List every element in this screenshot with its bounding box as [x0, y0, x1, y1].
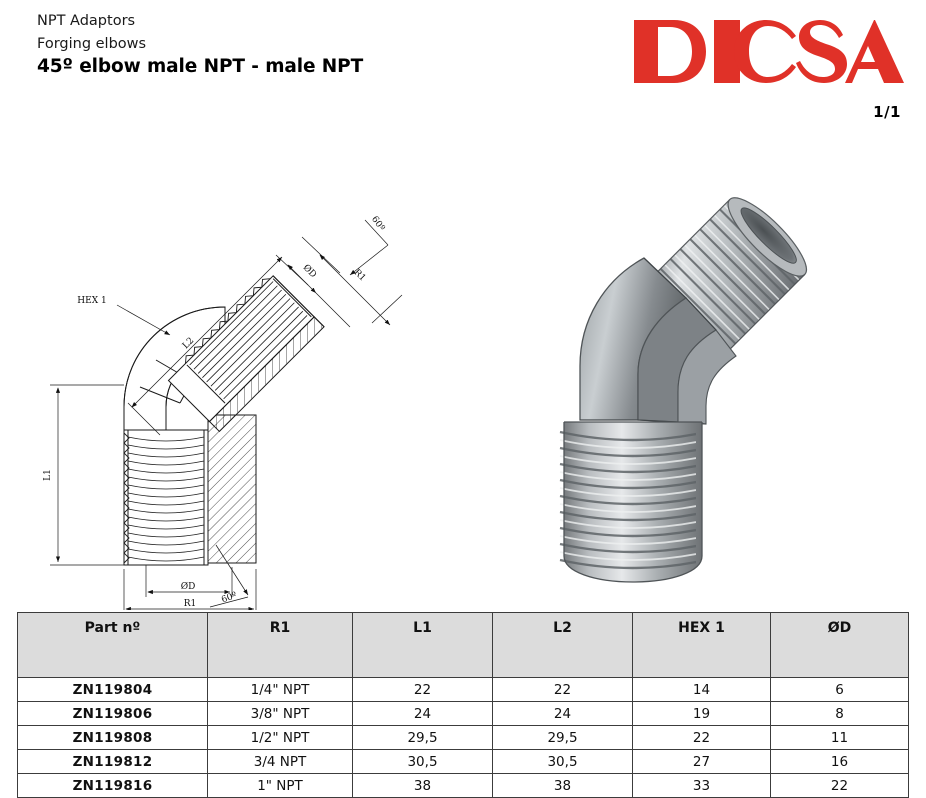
- header-text-block: NPT Adaptors Forging elbows 45º elbow ma…: [37, 14, 363, 77]
- table-header-row: Part nº R1 L1 L2 HEX 1 ØD: [17, 612, 909, 678]
- table-row: ZN119812 3/4 NPT 30,5 30,5 27 16: [17, 749, 909, 774]
- table-row: ZN119806 3/8" NPT 24 24 19 8: [17, 701, 909, 726]
- cell-hex1: 27: [632, 749, 771, 774]
- technical-line-drawing: L2 R1 ØD 60º HEX: [43, 215, 403, 610]
- table-row: ZN119808 1/2" NPT 29,5 29,5 22 11: [17, 725, 909, 750]
- dim-label-r1-bottom: R1: [184, 599, 197, 609]
- page-indicator: 1/1: [873, 103, 901, 121]
- cell-l2: 38: [492, 773, 633, 798]
- product-3d-render: [559, 197, 808, 583]
- cell-hex1: 14: [632, 677, 771, 702]
- product-subcategory: Forging elbows: [37, 35, 147, 52]
- cell-r1: 3/4 NPT: [207, 749, 353, 774]
- dim-label-angle-bottom: 60º: [220, 591, 238, 606]
- cell-part-no: ZN119816: [17, 773, 208, 798]
- dim-label-r1-top: R1: [351, 268, 367, 284]
- cell-hex1: 22: [632, 725, 771, 750]
- cell-l2: 22: [492, 677, 633, 702]
- page-title: 45º elbow male NPT - male NPT: [37, 56, 364, 77]
- cell-l2: 24: [492, 701, 633, 726]
- dim-label-hex1: HEX 1: [77, 296, 106, 306]
- lower-male-thread: [559, 421, 703, 583]
- cell-r1: 1" NPT: [207, 773, 353, 798]
- specifications-table-wrap: Part nº R1 L1 L2 HEX 1 ØD ZN119804 1/4" …: [17, 612, 909, 798]
- specifications-table: Part nº R1 L1 L2 HEX 1 ØD ZN119804 1/4" …: [17, 612, 909, 798]
- cell-l1: 30,5: [352, 749, 493, 774]
- table-row: ZN119816 1" NPT 38 38 33 22: [17, 773, 909, 798]
- brand-logo-block: 1/1: [618, 14, 908, 121]
- column-header-r1: R1: [207, 612, 353, 678]
- column-header-od: ØD: [770, 612, 909, 678]
- dim-label-od-bottom: ØD: [181, 581, 196, 592]
- cell-r1: 3/8" NPT: [207, 701, 353, 726]
- cell-l1: 22: [352, 677, 493, 702]
- cell-r1: 1/2" NPT: [207, 725, 353, 750]
- dim-label-l1: L1: [43, 469, 53, 481]
- cell-part-no: ZN119804: [17, 677, 208, 702]
- product-category: NPT Adaptors: [37, 13, 136, 29]
- cell-hex1: 19: [632, 701, 771, 726]
- dim-label-od-top: ØD: [301, 262, 319, 280]
- cell-l1: 38: [352, 773, 493, 798]
- product-illustration-area: L2 R1 ØD 60º HEX: [0, 145, 926, 610]
- cell-od: 8: [770, 701, 909, 726]
- cell-l1: 24: [352, 701, 493, 726]
- table-row: ZN119804 1/4" NPT 22 22 14 6: [17, 677, 909, 702]
- cell-part-no: ZN119812: [17, 749, 208, 774]
- column-header-l2: L2: [492, 612, 633, 678]
- cell-od: 11: [770, 725, 909, 750]
- cell-l2: 30,5: [492, 749, 633, 774]
- column-header-hex1: HEX 1: [632, 612, 771, 678]
- cell-part-no: ZN119806: [17, 701, 208, 726]
- page-header: NPT Adaptors Forging elbows 45º elbow ma…: [0, 0, 926, 145]
- cell-hex1: 33: [632, 773, 771, 798]
- dicsa-logo-icon: [634, 20, 904, 83]
- hex-elbow-body: [579, 257, 737, 425]
- cell-r1: 1/4" NPT: [207, 677, 353, 702]
- cell-od: 22: [770, 773, 909, 798]
- column-header-part-no: Part nº: [17, 612, 208, 678]
- column-header-l1: L1: [352, 612, 493, 678]
- cell-l2: 29,5: [492, 725, 633, 750]
- cell-od: 16: [770, 749, 909, 774]
- dim-label-angle-top: 60º: [369, 215, 386, 234]
- cell-l1: 29,5: [352, 725, 493, 750]
- cell-od: 6: [770, 677, 909, 702]
- cell-part-no: ZN119808: [17, 725, 208, 750]
